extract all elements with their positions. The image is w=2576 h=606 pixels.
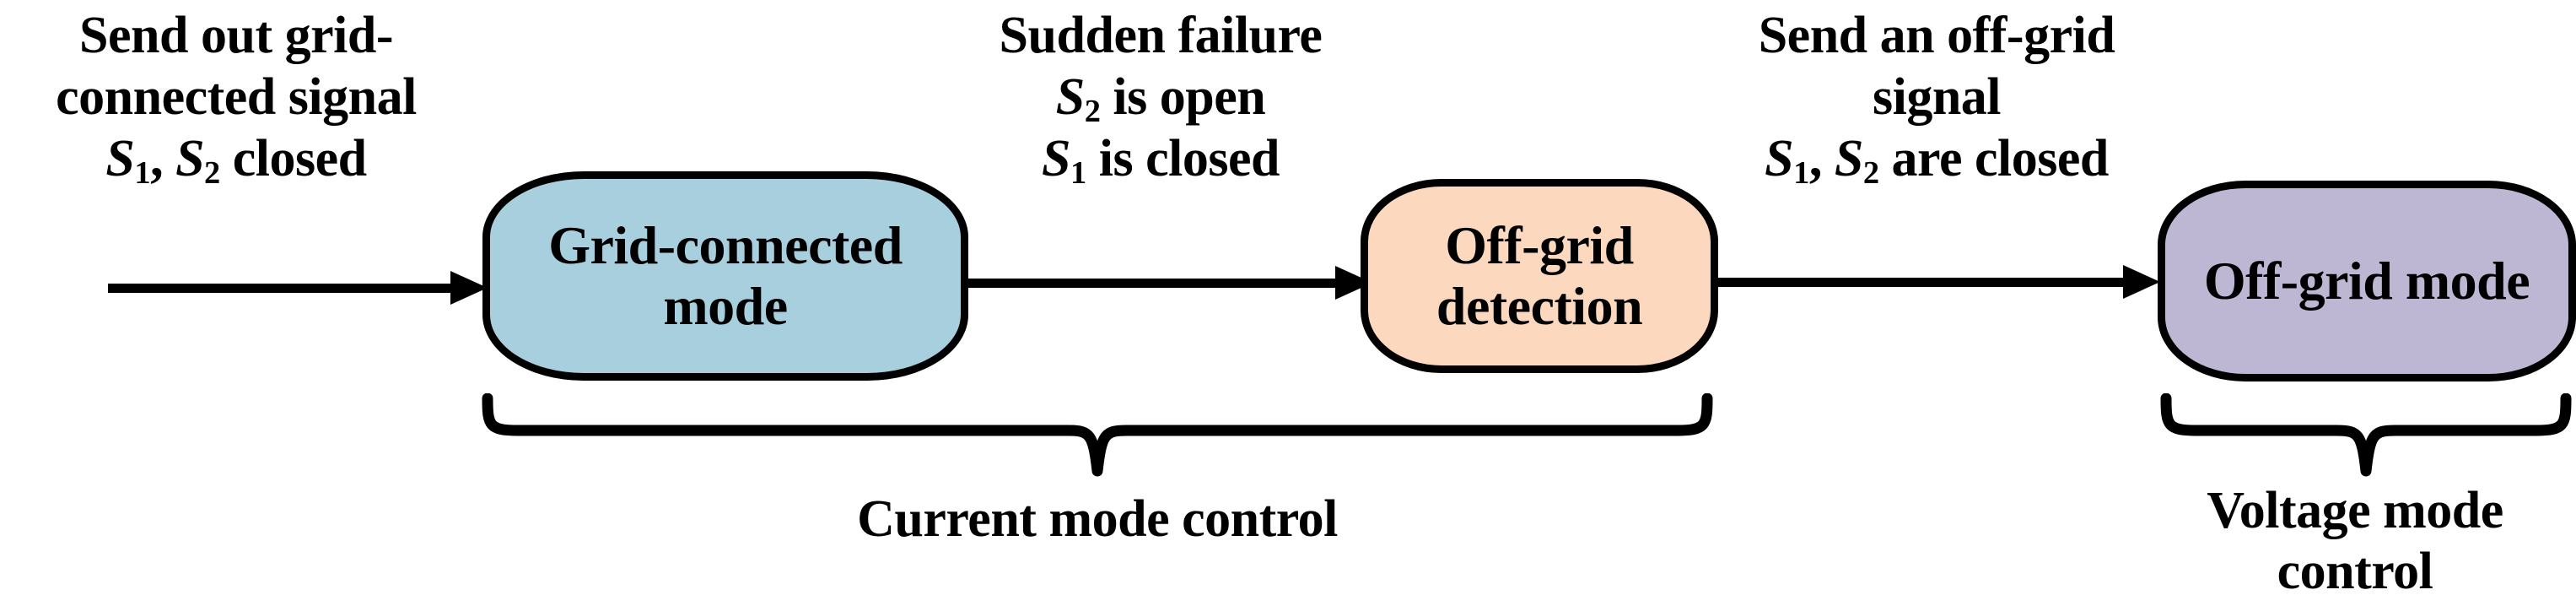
state-box-label-line-2: mode	[663, 276, 788, 336]
switch-subscript-2: 2	[204, 154, 220, 191]
switch-symbol-s1: S	[1042, 130, 1071, 188]
switch-separator: ,	[150, 130, 176, 188]
transition-label-line-3: S1 is closed	[924, 128, 1397, 190]
switch-subscript-1: 1	[1070, 154, 1086, 191]
switch-state-text: closed	[219, 130, 367, 188]
arrow-shaft	[966, 279, 1339, 288]
switch-symbol-s1: S	[1765, 130, 1794, 188]
group-label-line-1: Current mode control	[857, 490, 1338, 548]
state-box-label: Grid-connected mode	[490, 215, 961, 336]
group-label-line-2: control	[2277, 542, 2433, 600]
switch-symbol-s2: S	[1055, 68, 1085, 127]
brace-shape-icon	[482, 392, 1713, 477]
switch-state-text: is open	[1100, 68, 1266, 127]
group-label-line-1: Voltage mode	[2207, 482, 2503, 539]
transition-label-grid-connected-to-detection: Sudden failure S2 is open S1 is closed	[924, 5, 1397, 190]
switch-separator: ,	[1808, 130, 1835, 188]
state-box-label-line-2: detection	[1436, 276, 1643, 336]
state-box-off-grid-mode[interactable]: Off-grid mode	[2158, 181, 2576, 381]
state-box-label-line-1: Off-grid mode	[2203, 251, 2530, 311]
transition-label-detection-to-off-grid-mode: Send an off-grid signal S1, S2 are close…	[1700, 5, 2173, 190]
state-box-label-line-1: Off-grid	[1445, 215, 1634, 276]
arrow-head	[450, 271, 488, 305]
group-label-voltage-mode-control: Voltage mode control	[2134, 481, 2576, 603]
transition-label-line-3: S1, S2 are closed	[1700, 128, 2173, 190]
transition-label-entry-to-grid-connected: Send out grid- connected signal S1, S2 c…	[0, 5, 472, 190]
switch-symbol-s2: S	[175, 130, 205, 188]
switch-subscript-1: 1	[134, 154, 151, 191]
transition-label-line-2: connected signal	[56, 68, 417, 127]
transition-label-line-2: S2 is open	[924, 67, 1397, 128]
arrow-head	[2123, 265, 2160, 299]
switch-symbol-s1: S	[105, 130, 135, 188]
transition-label-line-3: S1, S2 closed	[0, 128, 472, 190]
state-box-label: Off-grid detection	[1368, 215, 1711, 336]
transition-label-line-1: Send out grid-	[79, 7, 393, 64]
state-box-label-line-1: Grid-connected	[548, 215, 903, 276]
transition-label-line-2: signal	[1872, 68, 2002, 127]
switch-state-text: are closed	[1878, 130, 2110, 188]
switch-symbol-s2: S	[1834, 130, 1863, 188]
brace-shape-icon	[2160, 392, 2572, 477]
state-box-grid-connected-mode[interactable]: Grid-connected mode	[482, 171, 968, 381]
switch-subscript-2: 2	[1862, 154, 1879, 191]
switch-state-text: is closed	[1086, 130, 1280, 188]
brace-current-mode-control	[477, 392, 1717, 478]
switch-subscript-1: 1	[1793, 154, 1809, 191]
arrow-shaft	[1715, 278, 2126, 287]
state-box-label: Off-grid mode	[2199, 251, 2535, 311]
switch-subscript-2: 2	[1084, 93, 1101, 129]
arrow-shaft	[108, 284, 454, 293]
group-label-current-mode-control: Current mode control	[477, 490, 1717, 550]
transition-label-line-1: Send an off-grid	[1758, 7, 2115, 64]
transition-label-line-1: Sudden failure	[999, 7, 1323, 64]
brace-voltage-mode-control	[2156, 392, 2576, 478]
state-box-off-grid-detection[interactable]: Off-grid detection	[1361, 179, 1718, 373]
